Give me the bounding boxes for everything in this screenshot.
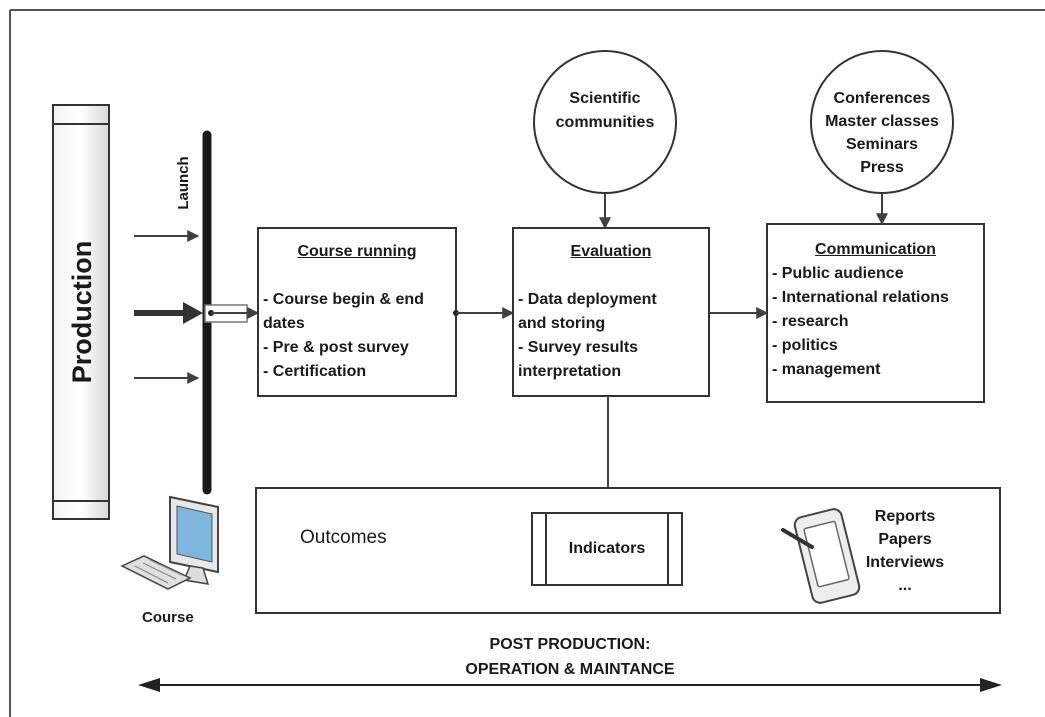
tablet-icon	[781, 508, 861, 604]
course-running-box	[257, 227, 457, 397]
evaluation-list: - Data deployment and storing - Survey r…	[518, 291, 657, 380]
communication-title: Communication	[815, 241, 936, 258]
computer-icon	[120, 495, 219, 590]
course-running-title: Course running	[297, 243, 417, 260]
evaluation-title: Evaluation	[570, 243, 652, 260]
indicators-box	[531, 512, 683, 586]
production-label: Production	[67, 240, 97, 384]
evaluation-box	[512, 227, 710, 397]
course-running-list: - Course begin & end dates - Pre & post …	[263, 291, 424, 380]
course-label: Course	[142, 609, 194, 626]
indicators-label: Indicators	[568, 540, 646, 557]
post-production-arrow	[138, 678, 1002, 692]
conferences-text: Conferences Master classes Seminars Pres…	[825, 90, 939, 176]
communication-list: - Public audience - International relati…	[772, 265, 949, 378]
communication-box	[766, 223, 985, 403]
input-arrow-middle	[134, 302, 203, 324]
outcomes-label: Outcomes	[300, 527, 387, 548]
launch-label: Launch	[175, 156, 192, 210]
outcome-documents: Reports Papers Interviews ...	[865, 508, 945, 594]
post-production-label: POST PRODUCTION: OPERATION & MAINTANCE	[465, 636, 675, 678]
scientific-communities-text: Scientific communities	[555, 90, 655, 131]
production-bar	[52, 104, 110, 520]
